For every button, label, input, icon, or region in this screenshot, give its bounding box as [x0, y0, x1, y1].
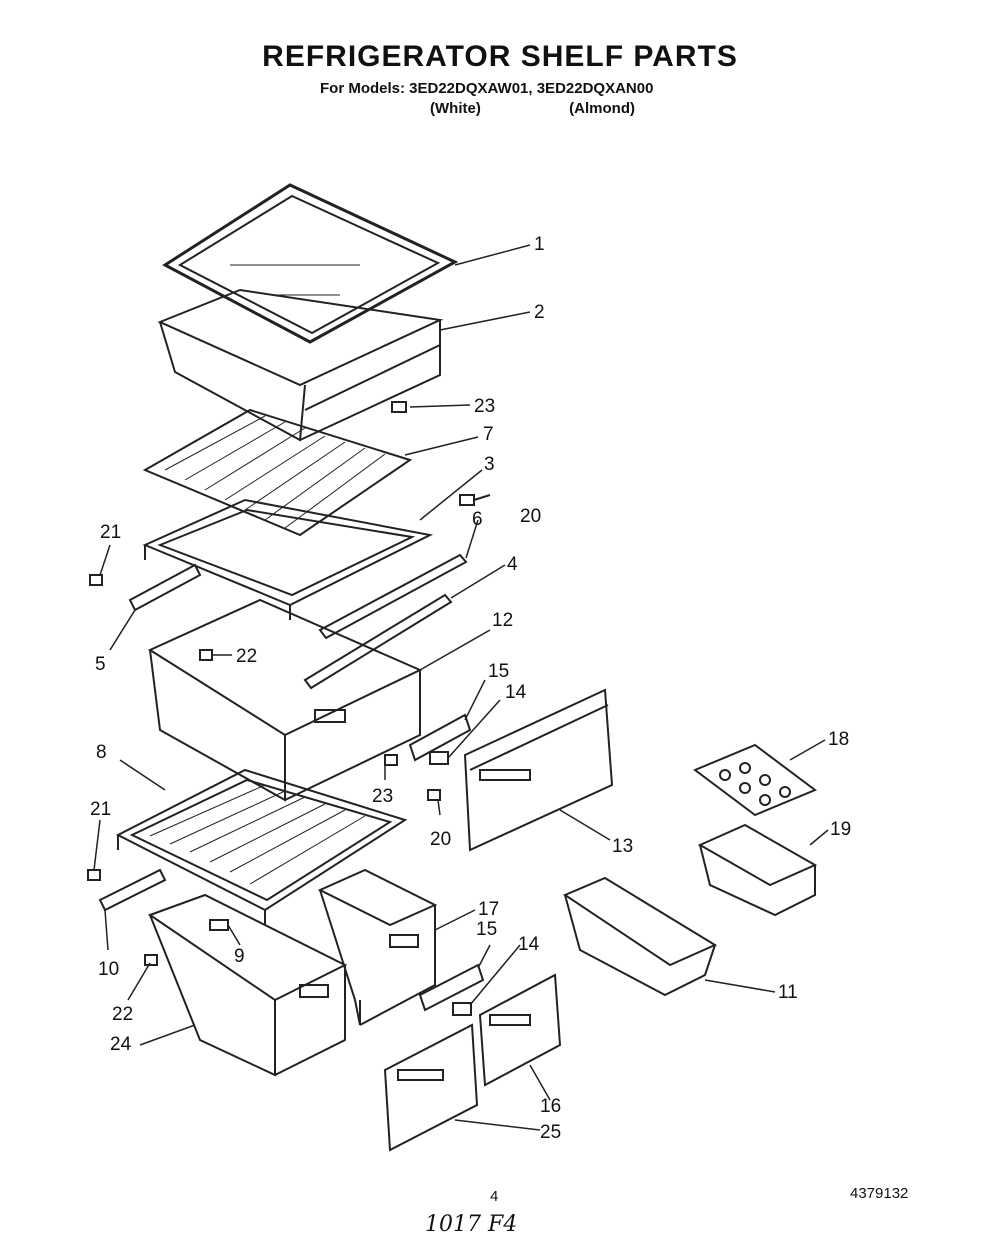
part-18-egg-tray: [693, 743, 817, 817]
color-white: (White): [430, 100, 481, 117]
callout-6: 6: [472, 509, 483, 530]
part-20-clip-upper: [459, 494, 491, 506]
callout-20-lower: 20: [430, 829, 451, 850]
page-number: 4: [490, 1188, 499, 1205]
callout-13: 13: [612, 836, 633, 857]
part-7-cover-panel: [142, 408, 413, 537]
callout-11: 11: [778, 982, 798, 1003]
part-25-drawer-front: [383, 1023, 479, 1152]
document-number: 4379132: [850, 1185, 909, 1202]
callout-14-upper: 14: [505, 682, 527, 703]
part-23-clip-upper: [391, 401, 407, 413]
callout-14-lower: 14: [518, 934, 540, 955]
callout-23-lower: 23: [372, 786, 393, 807]
part-8-lower-shelf: [115, 768, 408, 925]
callout-7: 7: [483, 424, 494, 445]
callout-18: 18: [828, 729, 849, 750]
part-22-clip-upper: [199, 649, 213, 661]
part-2-shelf-frame: [157, 288, 444, 442]
callout-labels: 1 2 23 7 3 20 6 4 21 5 22 12 15 14 8 23 …: [90, 234, 851, 1143]
callout-5: 5: [95, 654, 106, 675]
part-21-clip-upper: [89, 574, 103, 586]
part-14-cap-lower: [452, 1002, 472, 1016]
part-21-clip-lower: [87, 869, 101, 881]
callout-4: 4: [507, 554, 518, 575]
callout-22-lower: 22: [112, 1004, 133, 1025]
model-colors: (White) (Almond): [430, 100, 650, 117]
callout-8: 8: [96, 742, 107, 763]
leader-lines: [93, 244, 829, 1131]
part-9-bracket: [209, 919, 229, 931]
callout-2: 2: [534, 302, 545, 323]
callout-12: 12: [492, 610, 513, 631]
callout-16: 16: [540, 1096, 561, 1117]
callout-21-upper: 21: [100, 522, 121, 543]
part-6-rail: [318, 553, 468, 640]
callout-19: 19: [830, 819, 851, 840]
part-14-cap-upper: [429, 751, 449, 765]
callout-17: 17: [478, 899, 499, 920]
part-24-drawer-bin: [147, 893, 348, 1077]
part-11-door-bin: [562, 876, 718, 997]
part-20-clip-lower: [427, 789, 441, 801]
part-4-rail: [303, 593, 453, 690]
callout-22-upper: 22: [236, 646, 257, 667]
handwritten-note: 1017 F4: [425, 1212, 518, 1237]
callout-9: 9: [234, 946, 245, 967]
callout-20-upper: 20: [520, 506, 541, 527]
callout-3: 3: [484, 454, 495, 475]
part-15-handle-upper: [408, 713, 472, 762]
models-line: For Models: 3ED22DQXAW01, 3ED22DQXAN00: [320, 80, 654, 97]
part-17-drawer-bin: [317, 868, 438, 1026]
color-almond: (Almond): [569, 100, 635, 117]
callout-25: 25: [540, 1122, 561, 1143]
callout-15-lower: 15: [476, 919, 497, 940]
part-3-crisper-frame: [142, 498, 434, 620]
callout-21-lower: 21: [90, 799, 111, 820]
callout-23-upper: 23: [474, 396, 495, 417]
part-13-drawer-front: [463, 688, 614, 852]
callout-10: 10: [98, 959, 119, 980]
callout-24: 24: [110, 1034, 132, 1055]
part-15-handle-lower: [418, 963, 485, 1012]
part-22-clip-lower: [144, 954, 158, 966]
part-19-tray: [697, 823, 818, 917]
part-23-clip-lower: [384, 754, 398, 766]
part-16-drawer-front: [478, 973, 562, 1087]
part-12-crisper-drawer: [147, 598, 423, 802]
callout-15-upper: 15: [488, 661, 509, 682]
part-10-slide: [98, 868, 167, 912]
part-5-slide: [128, 563, 202, 612]
part-1-glass-shelf: [162, 183, 459, 344]
page-title: REFRIGERATOR SHELF PARTS: [262, 40, 738, 73]
callout-1: 1: [534, 234, 545, 255]
